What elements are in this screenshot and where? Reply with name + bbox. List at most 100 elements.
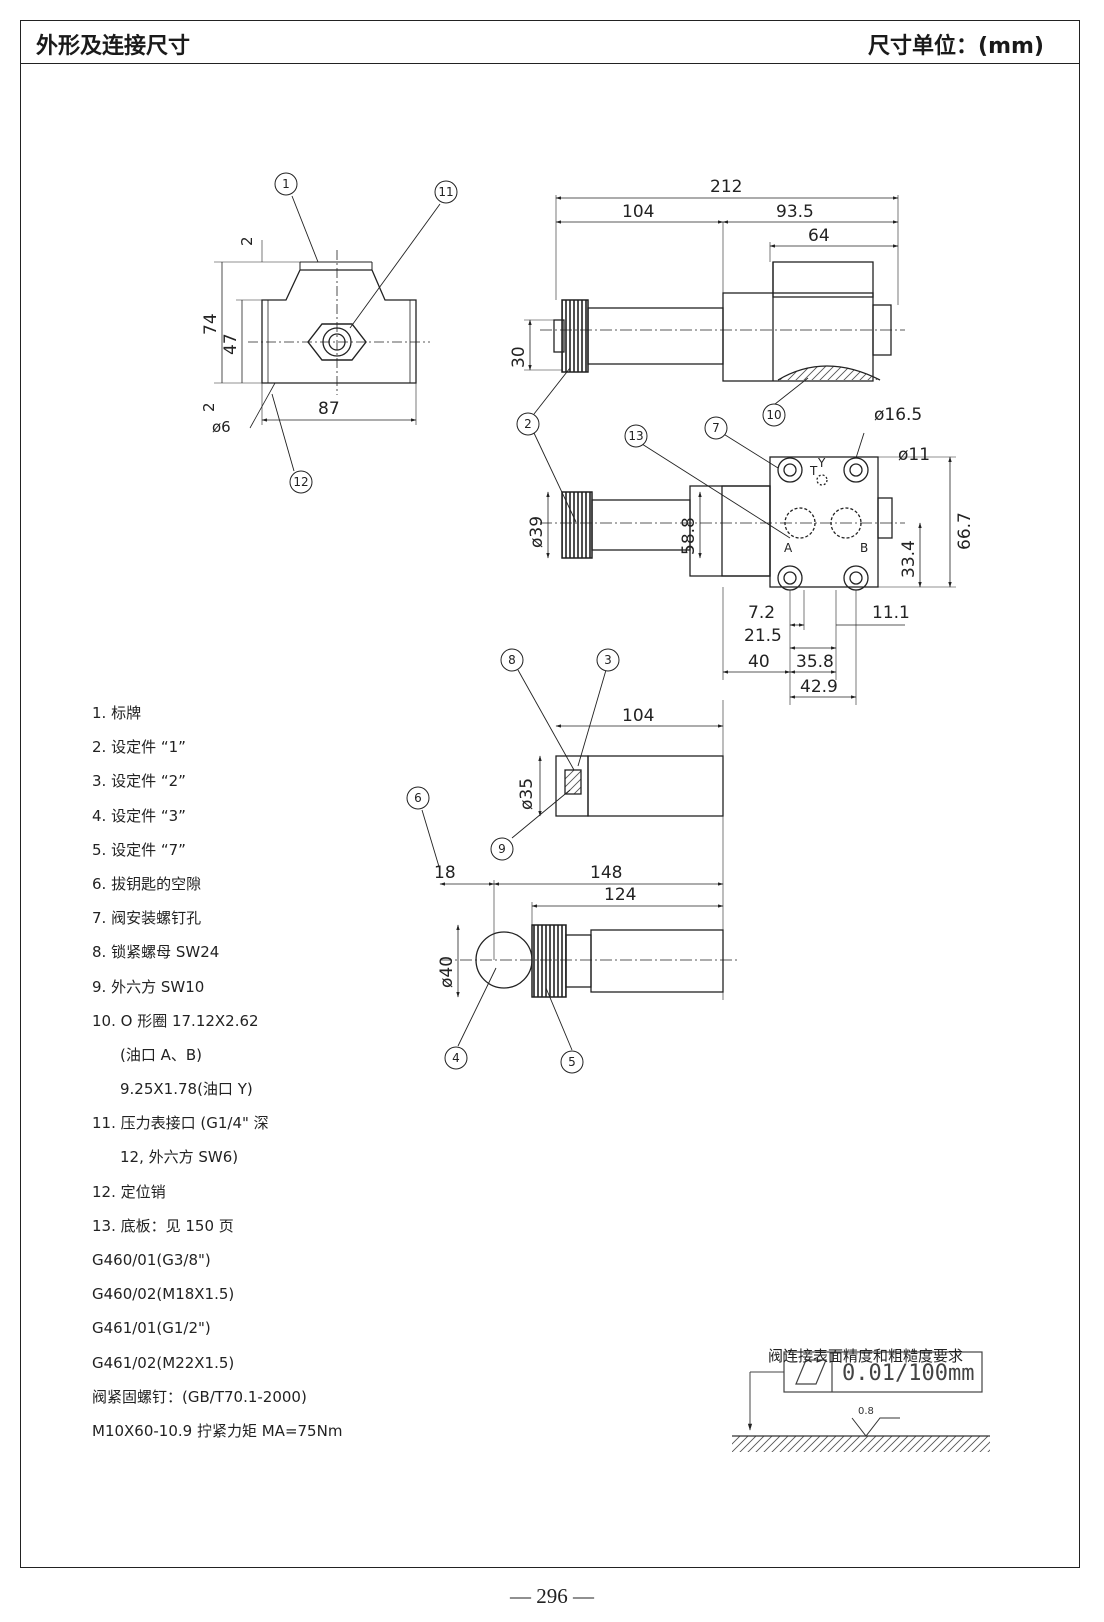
dim-64: 64 xyxy=(808,226,830,246)
dim-93-5: 93.5 xyxy=(776,202,814,222)
legend-item: 2. 设定件 “1” xyxy=(92,738,186,757)
page-title: 外形及连接尺寸 xyxy=(36,34,191,59)
callout-8: 8 xyxy=(500,648,524,672)
callout-3-label: 3 xyxy=(604,653,612,667)
dim-diam-35: ø35 xyxy=(517,778,537,810)
legend-item: 10. O 形圈 17.12X2.62 xyxy=(92,1011,259,1030)
callout-13: 13 xyxy=(624,424,648,448)
legend-item: 7. 阀安装螺钉孔 xyxy=(92,909,202,928)
parts-legend: 1. 标牌 2. 设定件 “1” 3. 设定件 “2” 4. 设定件 “3” 5. 设定… xyxy=(92,696,512,1448)
dim-33-4: 33.4 xyxy=(899,540,919,578)
unit-label: 尺寸单位：(mm) xyxy=(868,34,1044,59)
callout-13-label: 13 xyxy=(628,429,643,443)
roughness-symbol-icon xyxy=(851,1417,900,1437)
dim-diam-6: ø6 xyxy=(212,418,231,436)
legend-item: 13. 底板：见 150 页 xyxy=(92,1216,234,1235)
callout-8-label: 8 xyxy=(508,653,516,667)
dim-42-9: 42.9 xyxy=(800,677,838,697)
dim-30: 30 xyxy=(509,346,529,368)
legend-item: (油口 A、B) xyxy=(120,1045,203,1064)
front-view xyxy=(524,195,905,382)
callout-9-label: 9 xyxy=(498,842,506,856)
dimension-labels: 212 104 93.5 64 74 47 2 2 87 ø6 30 ø16.5… xyxy=(200,177,975,988)
dim-21-5: 21.5 xyxy=(744,626,782,646)
legend-item: 8. 锁紧螺母 SW24 xyxy=(92,943,220,962)
dim-47: 47 xyxy=(221,333,241,355)
legend-item: 3. 设定件 “2” xyxy=(92,772,186,791)
callout-12: 12 xyxy=(289,470,313,494)
callout-7: 7 xyxy=(704,416,728,440)
dim-104-variant: 104 xyxy=(622,706,654,726)
callout-1-label: 1 xyxy=(282,177,290,191)
callout-1: 1 xyxy=(274,172,298,196)
legend-item: 1. 标牌 xyxy=(92,704,142,722)
callout-leaders xyxy=(271,195,865,1051)
surface-requirement: 0.01/100mm 0.8 xyxy=(732,1351,990,1452)
legend-item: M10X60-10.9 拧紧力矩 MA=75Nm xyxy=(92,1421,343,1440)
dim-7-2: 7.2 xyxy=(748,603,775,623)
dim-2-bottom: 2 xyxy=(200,402,218,412)
dim-104-top: 104 xyxy=(622,202,654,222)
legend-item: 9.25X1.78(油口 Y) xyxy=(120,1080,253,1099)
legend-item: G460/01(G3/8") xyxy=(92,1251,211,1269)
dim-18: 18 xyxy=(434,863,456,883)
callout-4: 4 xyxy=(444,1046,468,1070)
dim-58-8: 58.8 xyxy=(679,517,699,555)
callout-9: 9 xyxy=(490,837,514,861)
drawing-frame xyxy=(20,20,1080,1568)
dim-66-7: 66.7 xyxy=(955,512,975,550)
callout-11-label: 11 xyxy=(438,185,453,199)
callout-5-label: 5 xyxy=(568,1055,576,1069)
legend-item: 12. 定位销 xyxy=(92,1182,166,1201)
dim-diam-11: ø11 xyxy=(898,445,930,465)
variant-view-35 xyxy=(538,700,724,1000)
callout-6-label: 6 xyxy=(414,791,422,805)
port-label-a: A xyxy=(784,541,793,555)
legend-item: G460/02(M18X1.5) xyxy=(92,1285,235,1304)
dim-212: 212 xyxy=(710,177,742,197)
roughness-value: 0.8 xyxy=(858,1406,874,1417)
callout-10: 10 xyxy=(762,403,786,427)
dim-74: 74 xyxy=(201,313,221,335)
dim-124: 124 xyxy=(604,885,636,905)
side-view xyxy=(214,240,430,429)
callout-10-label: 10 xyxy=(766,408,781,422)
callout-5: 5 xyxy=(560,1050,584,1074)
dim-diam-40: ø40 xyxy=(437,956,457,988)
header-divider xyxy=(20,63,1080,64)
callout-12-label: 12 xyxy=(293,475,308,489)
flatness-symbol-icon xyxy=(795,1359,827,1385)
callout-markers: 1 11 12 2 10 13 7 8 3 9 6 4 5 xyxy=(274,172,786,1074)
dim-2-top: 2 xyxy=(238,236,256,246)
callout-2-label: 2 xyxy=(524,417,532,431)
callout-3: 3 xyxy=(596,648,620,672)
legend-item: G461/01(G1/2") xyxy=(92,1319,211,1338)
callout-2: 2 xyxy=(516,412,540,436)
legend-item: 12, 外六方 SW6) xyxy=(120,1148,239,1167)
flatness-tolerance: 0.01/100mm xyxy=(842,1361,974,1386)
legend-item: 11. 压力表接口 (G1/4" 深 xyxy=(92,1114,269,1133)
callout-11: 11 xyxy=(434,180,458,204)
legend-item: 4. 设定件 “3” xyxy=(92,806,186,825)
port-label-y: Y xyxy=(817,456,826,470)
dim-diam-16-5: ø16.5 xyxy=(874,405,922,425)
callout-6: 6 xyxy=(406,786,430,810)
legend-item: 5. 设定件 “7” xyxy=(92,840,186,859)
dim-87: 87 xyxy=(318,399,340,419)
page-number: — 296 — xyxy=(510,1584,594,1608)
dim-11-1: 11.1 xyxy=(872,603,910,623)
dim-40: 40 xyxy=(748,652,770,672)
surface-requirement-title: 阀连接表面精度和粗糙度要求 xyxy=(768,1347,964,1365)
port-label-t: T xyxy=(809,464,818,478)
callout-7-label: 7 xyxy=(712,421,720,435)
legend-item: 阀紧固螺钉：(GB/T70.1-2000) xyxy=(92,1387,307,1406)
dim-148: 148 xyxy=(590,863,622,883)
variant-view-40 xyxy=(439,880,740,998)
port-label-b: B xyxy=(860,541,868,555)
legend-item: 6. 拔钥匙的空隙 xyxy=(92,874,202,893)
legend-item: G461/02(M22X1.5) xyxy=(92,1353,235,1372)
dim-35-8: 35.8 xyxy=(796,652,834,672)
callout-4-label: 4 xyxy=(452,1051,460,1065)
legend-item: 9. 外六方 SW10 xyxy=(92,977,205,996)
